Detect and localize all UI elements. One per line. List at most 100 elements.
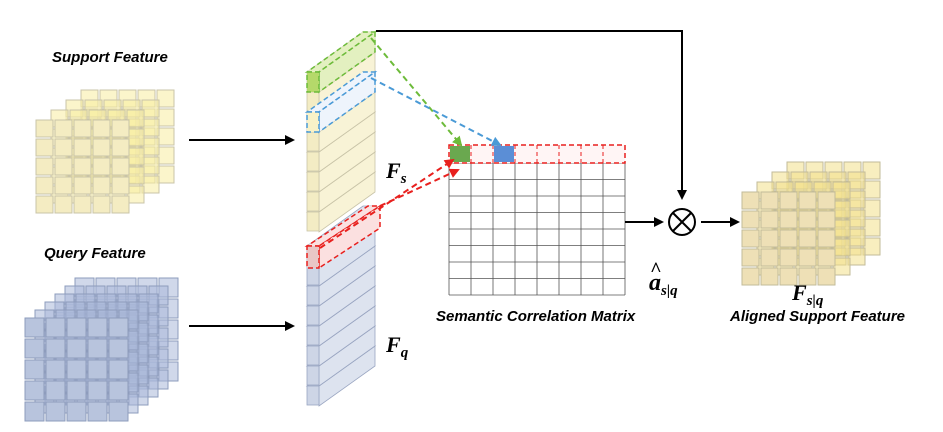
cube-cell (35, 195, 54, 214)
column-cell (306, 365, 320, 386)
fsq-symbol: Fs|q (791, 280, 824, 309)
cube-cell (45, 359, 66, 380)
column-cell (306, 345, 320, 366)
cube-cell (108, 317, 129, 338)
cube-cell (141, 118, 160, 137)
cube-cell (760, 248, 779, 267)
cube-cell (798, 229, 817, 248)
cube-cell (741, 267, 760, 286)
support-feature-label: Support Feature (52, 49, 168, 66)
column-cell (306, 325, 320, 346)
cube-cell (832, 200, 851, 219)
cube-cell (87, 359, 108, 380)
cube-cell (817, 191, 836, 210)
cube-cell (126, 128, 145, 147)
cube-cell (92, 119, 111, 138)
cube-cell (847, 228, 866, 247)
cube-cell (54, 176, 73, 195)
cube-cell (92, 176, 111, 195)
cube-cell (832, 219, 851, 238)
cube-cell (35, 157, 54, 176)
cube-cell (87, 380, 108, 401)
cube-cell (141, 99, 160, 118)
green-dashed-arrow (370, 37, 463, 147)
cube-cell (126, 147, 145, 166)
cube-cell (760, 267, 779, 286)
cube-cell (156, 108, 175, 127)
cube-cell (141, 137, 160, 156)
cube-cell (126, 185, 145, 204)
cube-cell (45, 401, 66, 422)
cube-cell (24, 359, 45, 380)
cube-cell (141, 175, 160, 194)
cube-cell (798, 191, 817, 210)
cube-cell (108, 380, 129, 401)
svg-text:^: ^ (650, 259, 661, 281)
cube-cell (741, 191, 760, 210)
cube-cell (798, 267, 817, 286)
cube-cell (54, 119, 73, 138)
query-feature-label: Query Feature (44, 245, 146, 262)
cube-cell (779, 248, 798, 267)
cube-cell (141, 156, 160, 175)
cube-cell (798, 248, 817, 267)
column-cell (306, 305, 320, 326)
query-feature-cube (24, 277, 179, 422)
cube-cell (111, 138, 130, 157)
cube-cell (73, 157, 92, 176)
cube-cell (92, 195, 111, 214)
aligned-support-feature-cube (741, 161, 881, 286)
a-hat-symbol: as|q ^ (649, 259, 678, 299)
cube-cell (832, 181, 851, 200)
cube-cell (779, 229, 798, 248)
semantic-correlation-matrix (448, 144, 626, 296)
cube-cell (847, 247, 866, 266)
cube-cell (87, 338, 108, 359)
fs-blue-slab (304, 70, 378, 134)
cube-cell (862, 218, 881, 237)
cube-cell (156, 165, 175, 184)
blue-dashed-arrow (370, 77, 502, 146)
cube-cell (156, 146, 175, 165)
red-dashed-arrow-lower (379, 168, 460, 207)
cube-cell (817, 248, 836, 267)
cube-cell (126, 166, 145, 185)
cube-cell (73, 138, 92, 157)
matrix-green-cell (450, 146, 470, 162)
cube-cell (126, 109, 145, 128)
cube-cell (108, 401, 129, 422)
cube-cell (156, 89, 175, 108)
cube-cell (111, 195, 130, 214)
cube-cell (24, 401, 45, 422)
cube-cell (741, 229, 760, 248)
cube-cell (73, 176, 92, 195)
cube-cell (92, 138, 111, 157)
cube-cell (741, 210, 760, 229)
column-cell (306, 151, 320, 172)
cube-cell (760, 229, 779, 248)
cube-cell (24, 317, 45, 338)
semantic-correlation-matrix-label: Semantic Correlation Matrix (436, 308, 636, 325)
column-cell (306, 265, 320, 286)
cube-cell (108, 359, 129, 380)
cube-cell (862, 180, 881, 199)
cube-cell (847, 209, 866, 228)
cube-cell (817, 267, 836, 286)
cube-cell (760, 191, 779, 210)
cube-cell (847, 171, 866, 190)
cube-cell (54, 195, 73, 214)
cube-cell (111, 176, 130, 195)
fq-red-slab (304, 204, 383, 270)
cube-cell (111, 157, 130, 176)
cube-cell (779, 210, 798, 229)
cube-cell (156, 127, 175, 146)
cube-cell (45, 338, 66, 359)
column-cell (306, 131, 320, 152)
cube-cell (847, 190, 866, 209)
cube-cell (66, 338, 87, 359)
cube-cell (73, 119, 92, 138)
fs-symbol: Fs (385, 158, 407, 187)
cube-cell (24, 380, 45, 401)
multiply-operator (668, 208, 696, 236)
